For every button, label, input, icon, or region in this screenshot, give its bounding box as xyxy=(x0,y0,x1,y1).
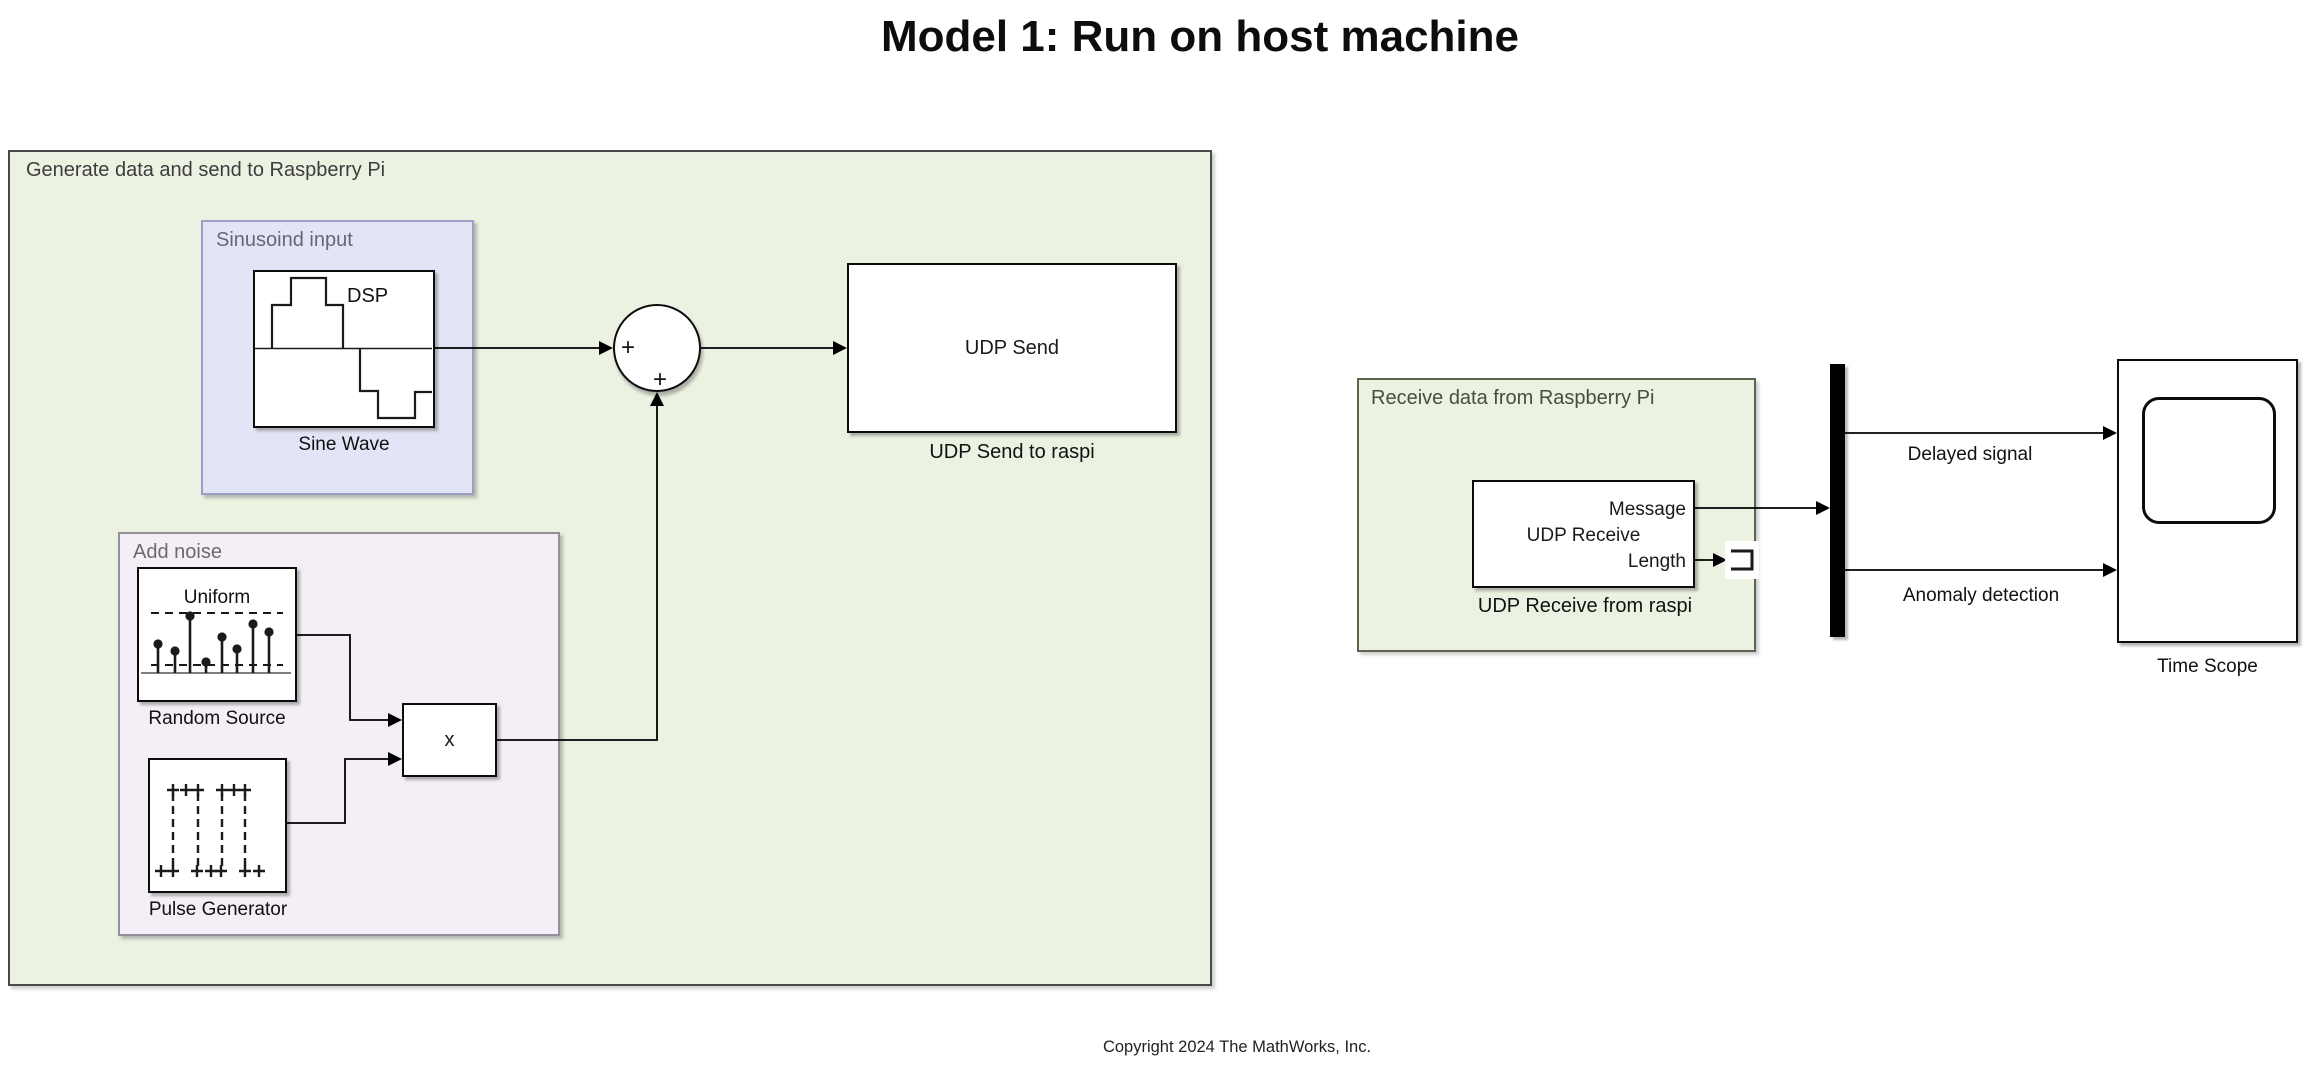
sine-wave-block[interactable]: DSP xyxy=(253,270,435,428)
time-scope-block-label: Time Scope xyxy=(2157,656,2258,677)
udp-send-text: UDP Send xyxy=(964,336,1060,359)
product-operator: x xyxy=(444,728,455,751)
sine-wave-block-label: Sine Wave xyxy=(298,434,390,455)
signal-label-delayed: Delayed signal xyxy=(1907,444,2033,465)
area-generate-label: Generate data and send to Raspberry Pi xyxy=(26,159,386,181)
arrowhead xyxy=(2103,563,2117,577)
udp-receive-text: UDP Receive xyxy=(1526,525,1641,546)
arrowhead xyxy=(2103,426,2117,440)
area-add-noise-label: Add noise xyxy=(133,541,222,563)
pulse-generator-block-label: Pulse Generator xyxy=(148,899,288,920)
random-source-icon xyxy=(141,611,291,674)
signal-label-anomaly: Anomaly detection xyxy=(1902,585,2060,606)
udp-send-block[interactable]: UDP Send xyxy=(847,263,1177,433)
dsp-icon-label: DSP xyxy=(347,285,389,307)
area-sinusoid-label: Sinusoind input xyxy=(216,229,353,251)
random-source-block[interactable]: Uniform xyxy=(137,567,297,702)
demux-bar[interactable] xyxy=(1830,364,1845,637)
sum-plus-sign-bottom: + xyxy=(652,366,668,393)
area-receive-label: Receive data from Raspberry Pi xyxy=(1371,387,1655,409)
pulse-generator-block[interactable] xyxy=(148,758,287,893)
udp-receive-port-length: Length xyxy=(1627,551,1686,572)
udp-receive-block[interactable]: Message UDP Receive Length xyxy=(1472,480,1695,588)
arrowhead xyxy=(1816,501,1830,515)
random-source-block-label: Random Source xyxy=(148,708,286,729)
udp-receive-port-message: Message xyxy=(1608,499,1686,520)
udp-receive-block-label: UDP Receive from raspi xyxy=(1477,595,1693,617)
model-title: Model 1: Run on host machine xyxy=(880,12,1520,61)
sum-plus-sign-left: + xyxy=(620,334,636,361)
time-scope-block[interactable] xyxy=(2117,359,2298,643)
copyright-text: Copyright 2024 The MathWorks, Inc. xyxy=(1102,1038,1372,1056)
sum-block[interactable]: + + xyxy=(613,304,701,393)
scope-screen xyxy=(2142,397,2276,524)
pulse-generator-icon xyxy=(155,784,265,877)
terminator-icon[interactable] xyxy=(1725,541,1759,579)
udp-send-block-label: UDP Send to raspi xyxy=(929,441,1095,463)
sine-wave-icon xyxy=(255,276,432,420)
uniform-icon-label: Uniform xyxy=(183,587,251,608)
product-block[interactable]: x xyxy=(402,703,497,777)
